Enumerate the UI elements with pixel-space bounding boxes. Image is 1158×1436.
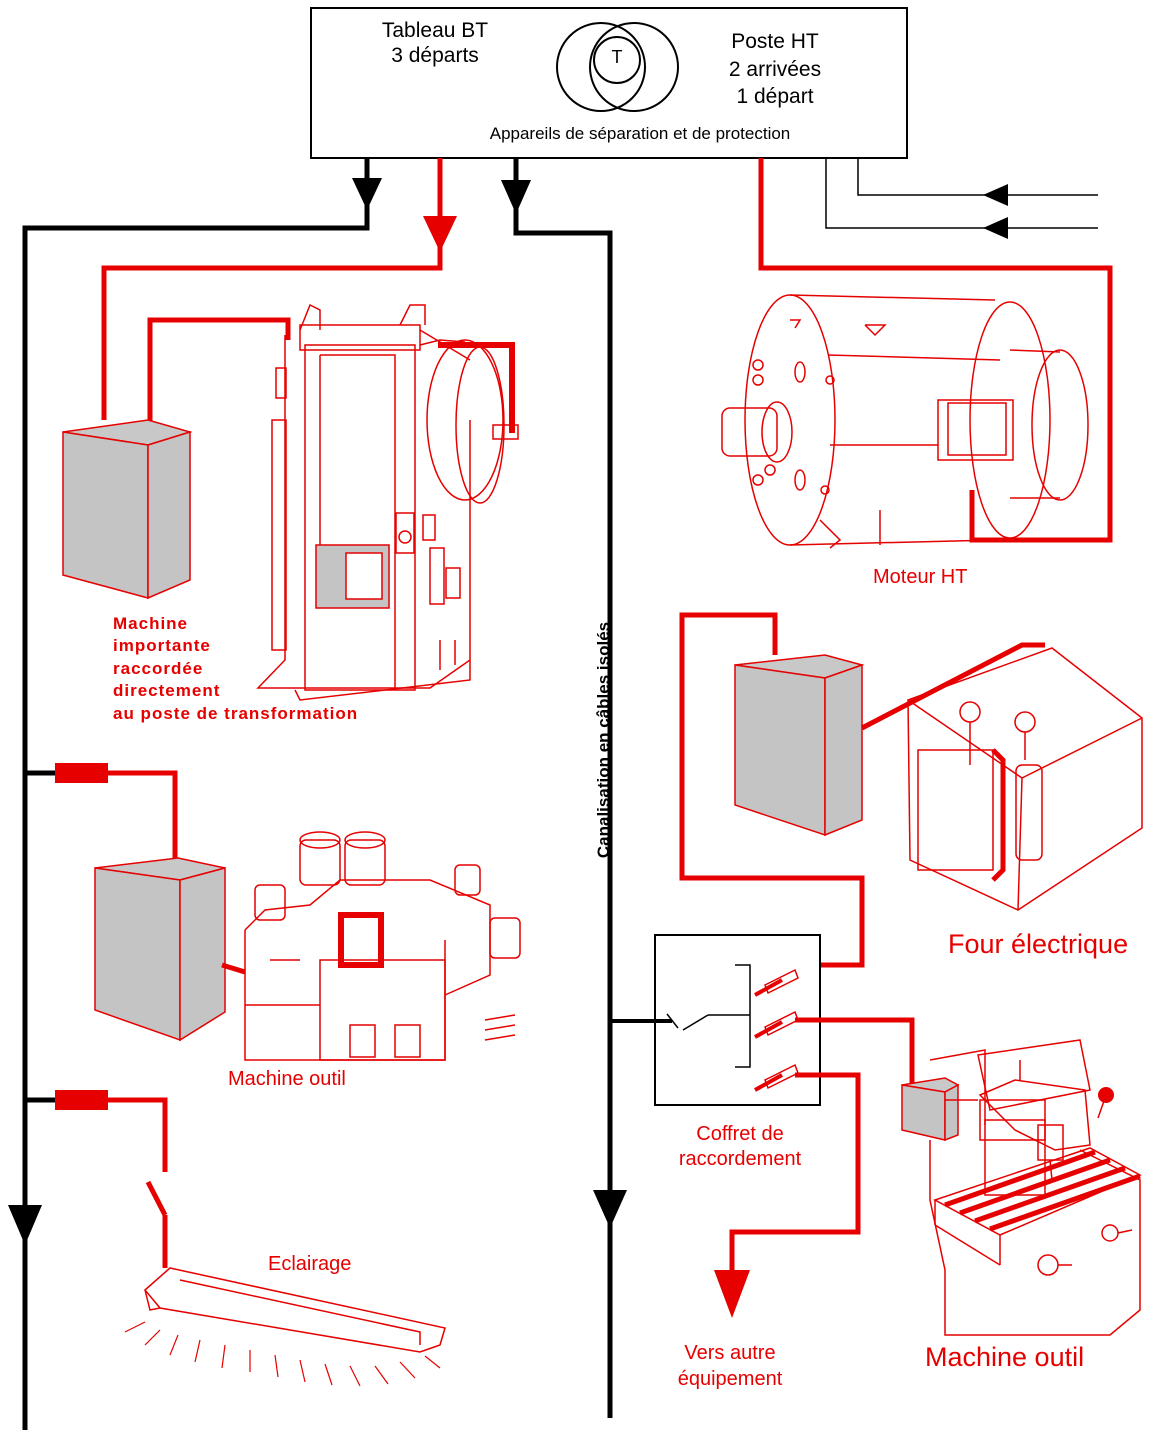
junction-box-line1: Coffret de [650, 1122, 830, 1147]
big-machine-line2: importante [113, 635, 358, 657]
big-machine-line4: directement [113, 680, 358, 702]
left-branch-machine-tool [25, 763, 245, 1040]
fuse-icon [55, 1090, 108, 1110]
big-machine-label: Machine importante raccordée directement… [113, 613, 358, 725]
fuse-icon [55, 763, 108, 783]
junction-box-line2: raccordement [650, 1147, 830, 1172]
left-branch-lighting [25, 1090, 165, 1268]
arrow-icon [352, 178, 382, 210]
other-equipment-line1: Vers autre [640, 1340, 820, 1366]
lv-board-title: Tableau BT [355, 18, 515, 43]
arrow-icon [593, 1190, 627, 1228]
furnace-label: Four électrique [948, 928, 1128, 960]
transformer-symbol-label: T [607, 47, 627, 69]
big-machine-line5: au poste de transformation [113, 703, 358, 725]
hv-motor-label: Moteur HT [873, 565, 967, 589]
arrow-icon [8, 1205, 42, 1245]
red-hv-departure [761, 158, 1110, 540]
hv-station-arrivals: 2 arrivées [700, 56, 850, 84]
hv-station-departure: 1 départ [700, 83, 850, 111]
junction-box-label: Coffret de raccordement [650, 1122, 830, 1172]
arrow-icon [423, 216, 457, 252]
switch-icon [148, 1182, 165, 1215]
big-machine-cabinet [63, 420, 190, 598]
red-feeder-big-machine [104, 158, 440, 425]
other-equipment-label: Vers autre équipement [640, 1340, 820, 1392]
lv-board-label: Tableau BT 3 départs [355, 18, 515, 68]
milling-machine-cabinet [902, 1078, 958, 1140]
hv-station-label: Poste HT 2 arrivées 1 départ [700, 28, 850, 111]
furnace-branch [682, 615, 1045, 965]
other-equipment-line2: équipement [640, 1366, 820, 1392]
lighting-label: Eclairage [268, 1252, 351, 1276]
protection-devices-label: Appareils de séparation et de protection [430, 124, 850, 144]
electric-furnace-icon [908, 648, 1142, 910]
lv-board-feeders: 3 départs [355, 43, 515, 68]
arrow-icon [983, 217, 1008, 239]
machine-tool-right-label: Machine outil [925, 1341, 1084, 1373]
big-machine-line3: raccordée [113, 658, 358, 680]
arrow-icon [501, 180, 531, 214]
lv-feeder-left [25, 158, 367, 1430]
furnace-heater-link [993, 750, 1003, 880]
hv-motor-icon [722, 295, 1088, 548]
junction-box [610, 935, 820, 1105]
milling-emergency-button [1098, 1087, 1114, 1103]
big-machine-line1: Machine [113, 613, 358, 635]
cable-run-label: Canalisation en câbles isolés [594, 590, 614, 890]
arrow-icon [714, 1270, 750, 1318]
lathe-control-panel [341, 915, 381, 965]
hv-station-title: Poste HT [700, 28, 850, 56]
fluorescent-lamp-icon [125, 1268, 445, 1386]
machine-tool-left-label: Machine outil [228, 1067, 346, 1091]
hv-incoming-lines [826, 158, 1098, 228]
arrow-icon [983, 184, 1008, 206]
